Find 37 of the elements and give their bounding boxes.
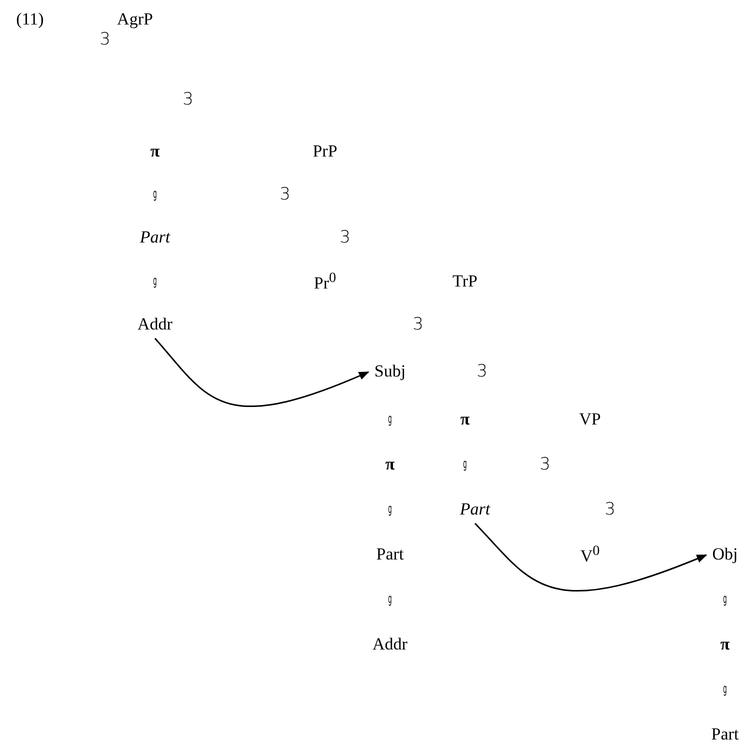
tree-node-label: Subj xyxy=(374,362,406,382)
line-glyph: g xyxy=(723,682,727,698)
movement-arrow xyxy=(474,522,708,592)
tree-label: Pr$^{0}$ xyxy=(314,270,336,294)
line-glyph: g xyxy=(153,188,157,202)
tree-label: Part xyxy=(140,228,170,248)
tree-node-label: Addr xyxy=(138,316,172,334)
branch-glyph: 3 xyxy=(280,186,290,204)
branch-glyph: 3 xyxy=(604,500,616,520)
movement-arrow xyxy=(154,338,370,407)
pi-symbol: π xyxy=(385,456,395,474)
tree-label: VP xyxy=(579,410,601,430)
pi-symbol: π xyxy=(150,142,160,162)
line-glyph: g xyxy=(388,502,392,518)
branch-glyph: 3 xyxy=(476,362,488,382)
tree-node-label: Part xyxy=(460,500,490,520)
example-number: (11) xyxy=(16,10,44,30)
tree-label: TrP xyxy=(452,272,478,292)
tree-node-label: Obj xyxy=(712,546,738,564)
branch-glyph: 3 xyxy=(340,228,350,248)
branch-glyph: 3 xyxy=(412,316,424,334)
line-glyph: g xyxy=(463,458,467,472)
line-glyph: g xyxy=(723,592,727,608)
tree-label: Part xyxy=(376,546,404,564)
pi-symbol: π xyxy=(460,410,470,430)
pi-symbol: π xyxy=(720,636,730,654)
tree-label: AgrP xyxy=(117,10,153,30)
branch-glyph: 3 xyxy=(100,30,110,50)
tree-label: Part xyxy=(711,726,739,744)
tree-label: PrP xyxy=(312,142,338,162)
line-glyph: g xyxy=(388,592,392,608)
branch-glyph: 3 xyxy=(540,456,550,474)
line-glyph: g xyxy=(153,274,157,290)
tree-label: Addr xyxy=(372,636,408,654)
tree-label: V$^{0}$ xyxy=(580,544,600,566)
line-glyph: g xyxy=(388,412,392,428)
branch-glyph: 3 xyxy=(182,90,194,110)
